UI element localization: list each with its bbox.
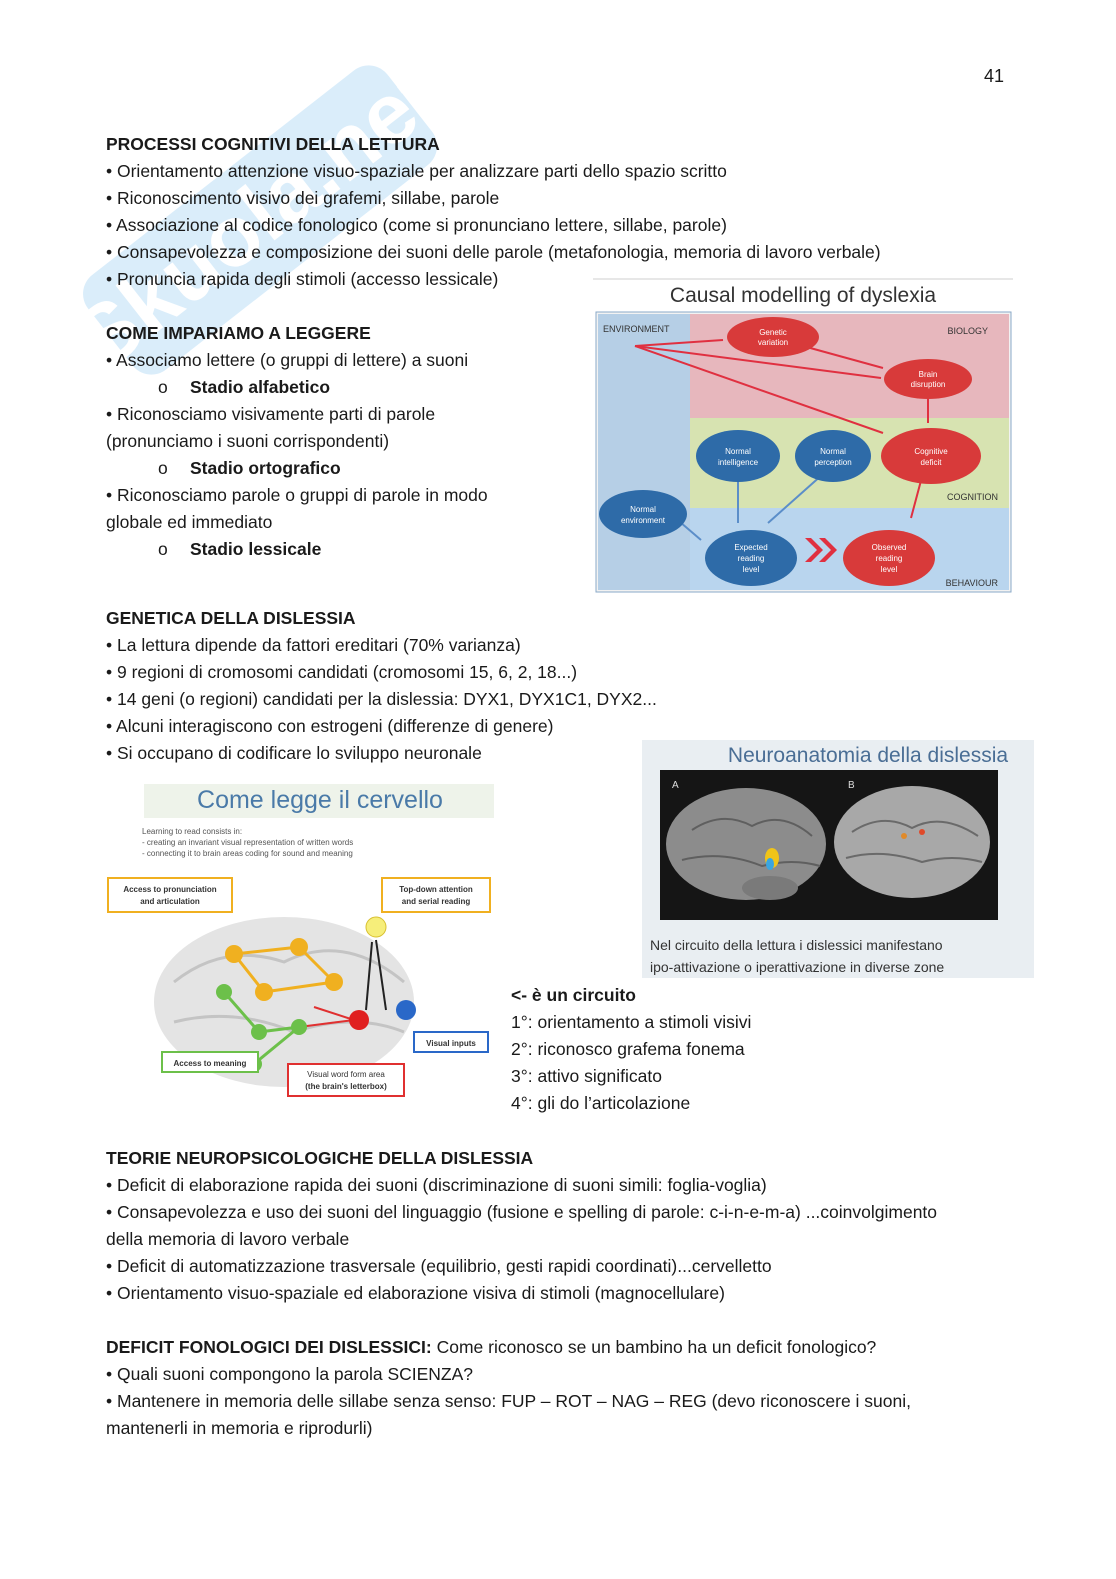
svg-text:disruption: disruption (911, 380, 946, 389)
svg-text:environment: environment (621, 516, 666, 525)
svg-text:and serial reading: and serial reading (402, 897, 471, 906)
svg-text:Nel circuito della lettura i d: Nel circuito della lettura i dislessici … (650, 937, 943, 953)
list-item-continued: globale ed immediato (106, 512, 273, 532)
svg-text:BIOLOGY: BIOLOGY (947, 326, 988, 336)
svg-text:reading: reading (876, 554, 903, 563)
svg-text:Genetic: Genetic (759, 328, 787, 337)
svg-text:perception: perception (814, 458, 851, 467)
list-item: • Orientamento attenzione visuo-spaziale… (106, 161, 727, 181)
svg-text:ipo-attivazione o iperattivazi: ipo-attivazione o iperattivazione in div… (650, 959, 944, 975)
circuit-title: <- è un circuito (511, 985, 636, 1005)
deficit-title-rest: Come riconosco se un bambino ha un defic… (431, 1337, 877, 1357)
list-item: • Alcuni interagiscono con estrogeni (di… (106, 716, 554, 736)
page-number: 41 (983, 66, 1004, 86)
svg-text:Access to meaning: Access to meaning (174, 1059, 247, 1068)
list-item: • Deficit di elaborazione rapida dei suo… (106, 1175, 767, 1195)
list-item: • Deficit di automatizzazione trasversal… (106, 1256, 772, 1276)
figure-causal-modelling: Causal modelling of dyslexia ENVIRONMENT… (593, 278, 1013, 593)
list-item-continued: (pronunciamo i suoni corrispondenti) (106, 431, 390, 451)
svg-text:Learning to read consists in:: Learning to read consists in: (142, 827, 242, 836)
svg-text:Cognitive: Cognitive (914, 447, 948, 456)
svg-text:variation: variation (758, 338, 788, 347)
svg-text:Observed: Observed (872, 543, 907, 552)
list-item: • Mantenere in memoria delle sillabe sen… (106, 1391, 912, 1411)
list-item-continued: della memoria di lavoro verbale (106, 1229, 350, 1249)
svg-text:- connecting it to brain areas: - connecting it to brain areas coding fo… (142, 849, 353, 858)
svg-text:BEHAVIOUR: BEHAVIOUR (946, 578, 999, 588)
figure-come-legge-il-cervello: Come legge il cervello Learning to read … (104, 782, 496, 1102)
svg-text:B: B (848, 780, 855, 791)
svg-text:Visual word form area: Visual word form area (307, 1070, 385, 1079)
list-item: • Associamo lettere (o gruppi di lettere… (106, 350, 469, 370)
svg-text:Neuroanatomia della dislessia: Neuroanatomia della dislessia (728, 744, 1008, 767)
svg-text:Visual inputs: Visual inputs (426, 1039, 476, 1048)
svg-text:Causal modelling of dyslexia: Causal modelling of dyslexia (670, 284, 936, 307)
section-title-deficit: DEFICIT FONOLOGICI DEI DISLESSICI: Come … (106, 1334, 876, 1361)
brain-image-a (666, 788, 826, 900)
list-item: • Consapevolezza e uso dei suoni del lin… (106, 1202, 938, 1222)
list-item: • Orientamento visuo-spaziale ed elabora… (106, 1283, 725, 1303)
section-title-genetica: GENETICA DELLA DISLESSIA (106, 608, 356, 628)
svg-text:A: A (672, 780, 679, 791)
list-item: 2°: riconosco grafema fonema (511, 1039, 745, 1059)
list-item: • Quali suoni compongono la parola SCIEN… (106, 1364, 474, 1384)
deficit-title-bold: DEFICIT FONOLOGICI DEI DISLESSICI: (106, 1337, 432, 1357)
svg-text:intelligence: intelligence (718, 458, 759, 467)
list-item: • Si occupano di codificare lo sviluppo … (106, 743, 482, 763)
svg-text:Brain: Brain (919, 370, 938, 379)
svg-text:Come legge il cervello: Come legge il cervello (197, 786, 443, 814)
svg-text:COGNITION: COGNITION (947, 492, 998, 502)
svg-text:(the brain's letterbox): (the brain's letterbox) (305, 1082, 387, 1091)
list-item: • Riconosciamo parole o gruppi di parole… (106, 485, 488, 505)
list-item: • Consapevolezza e composizione dei suon… (106, 242, 881, 262)
svg-text:Normal: Normal (820, 447, 846, 456)
list-item: 1°: orientamento a stimoli visivi (511, 1012, 752, 1032)
list-item: • La lettura dipende da fattori ereditar… (106, 635, 521, 655)
svg-text:deficit: deficit (921, 458, 943, 467)
svg-text:Normal: Normal (725, 447, 751, 456)
list-item: 3°: attivo significato (511, 1066, 662, 1086)
svg-text:level: level (743, 565, 760, 574)
list-item-continued: mantenerli in memoria e riprodurli) (106, 1418, 373, 1438)
list-item: • Pronuncia rapida degli stimoli (access… (106, 269, 499, 289)
section-title-imparare: COME IMPARIAMO A LEGGERE (106, 323, 371, 343)
list-item: • Associazione al codice fonologico (com… (106, 215, 727, 235)
svg-text:and articulation: and articulation (140, 897, 200, 906)
list-item: • Riconoscimento visivo dei grafemi, sil… (106, 188, 500, 208)
svg-text:Top-down attention: Top-down attention (399, 885, 473, 894)
list-item: • 9 regioni di cromosomi candidati (crom… (106, 662, 578, 682)
list-item: • Riconosciamo visivamente parti di paro… (106, 404, 436, 424)
svg-text:Expected: Expected (734, 543, 767, 552)
svg-text:- creating an invariant visual: - creating an invariant visual represent… (142, 838, 353, 847)
list-item: • 14 geni (o regioni) candidati per la d… (106, 689, 657, 709)
section-title-teorie: TEORIE NEUROPSICOLOGICHE DELLA DISLESSIA (106, 1148, 534, 1168)
section-title-processi: PROCESSI COGNITIVI DELLA LETTURA (106, 134, 440, 154)
list-item: 4°: gli do l’articolazione (511, 1093, 691, 1113)
svg-text:reading: reading (738, 554, 765, 563)
brain-image-b (834, 786, 990, 898)
svg-text:level: level (881, 565, 898, 574)
svg-text:Normal: Normal (630, 505, 656, 514)
svg-text:Access to pronunciation: Access to pronunciation (123, 885, 216, 894)
svg-text:ENVIRONMENT: ENVIRONMENT (603, 324, 670, 334)
figure-neuroanatomia: Neuroanatomia della dislessia A B Nel ci… (642, 740, 1034, 978)
